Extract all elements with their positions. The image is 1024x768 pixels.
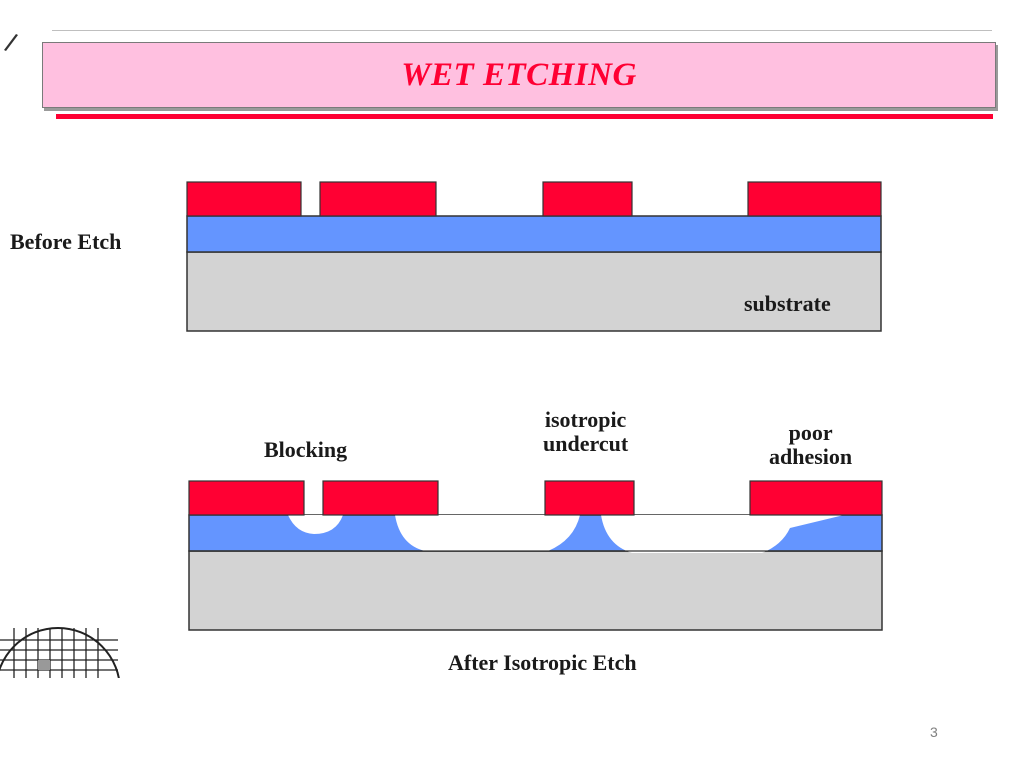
before-substrate	[186, 251, 882, 332]
before-mask-4	[747, 181, 882, 217]
isotropic-label-line-2: undercut	[543, 431, 629, 457]
title-underline	[56, 114, 993, 119]
after-substrate	[188, 550, 883, 631]
before-etch-label: Before Etch	[10, 229, 122, 254]
wafer-logo	[0, 627, 120, 678]
after-etch-label: After Isotropic Etch	[448, 650, 637, 675]
before-mask-3	[542, 181, 633, 217]
poor-label-line-2: adhesion	[769, 444, 853, 470]
before-mask-2	[319, 181, 437, 217]
top-divider-line	[52, 30, 992, 31]
quill-icon	[4, 34, 18, 51]
before-mask-1	[186, 181, 302, 217]
before-etch-cross-section	[186, 181, 882, 332]
isotropic-label-line-1: isotropic	[544, 407, 627, 432]
slide-title: WET ETCHING	[401, 56, 637, 93]
blocking-cavity	[288, 515, 343, 534]
after-etch-cross-section	[188, 480, 883, 631]
after-mask-1	[188, 480, 305, 516]
substrate-label: substrate	[744, 291, 831, 316]
poor-adhesion-label: poor adhesion	[769, 420, 853, 470]
before-film-layer	[186, 215, 882, 253]
title-banner: WET ETCHING	[42, 42, 996, 108]
blocking-label: Blocking	[264, 437, 348, 462]
poor-adhesion-cavity	[601, 515, 844, 553]
slide-page-number: 3	[930, 724, 938, 740]
after-mask-3	[544, 480, 635, 516]
isotropic-undercut-label: isotropic undercut	[543, 407, 629, 457]
poor-label-line-1: poor	[788, 420, 833, 445]
after-mask-4	[749, 480, 883, 516]
isotropic-undercut-cavity-left	[395, 515, 580, 551]
after-mask-2	[322, 480, 439, 516]
